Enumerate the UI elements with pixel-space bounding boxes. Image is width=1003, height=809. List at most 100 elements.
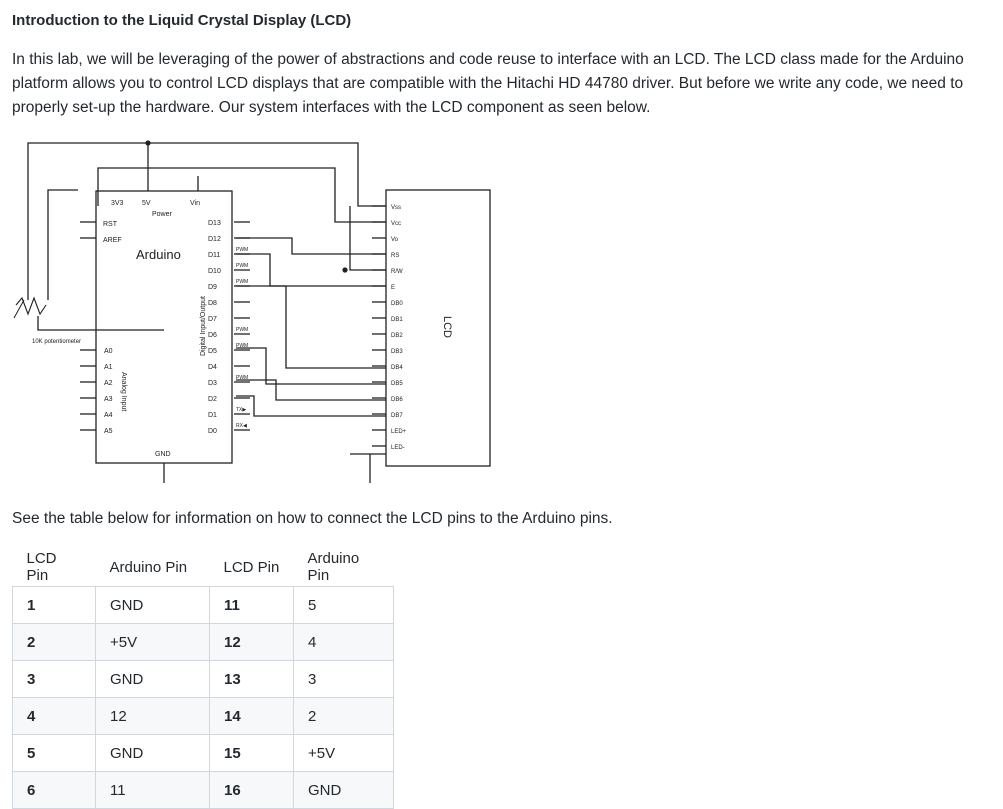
- pin-aref-label: AREF: [103, 237, 122, 244]
- pin-marker-label: PWM: [236, 375, 248, 381]
- pin-marker-label: PWM: [236, 343, 248, 349]
- table-intro-text: See the table below for information on h…: [12, 510, 613, 527]
- intro-paragraph: In this lab, we will be leveraging of th…: [12, 51, 964, 116]
- digital-pin-label: D13: [208, 220, 221, 227]
- digital-pin-label: D9: [208, 284, 217, 291]
- table-cell: GND: [293, 771, 394, 809]
- analog-pin-label: A4: [104, 412, 113, 419]
- table-header-cell: LCD Pin: [209, 548, 294, 587]
- table-cell: GND: [95, 586, 210, 624]
- lcd-pin-label: DB5: [391, 381, 403, 387]
- lcd-pin-label: DB2: [391, 333, 403, 339]
- pin-3v3-label: 3V3: [111, 200, 124, 207]
- table-cell: 2: [12, 623, 96, 661]
- digital-pin-label: D8: [208, 300, 217, 307]
- lcd-pin-label: DB6: [391, 397, 403, 403]
- digital-pin-label: D3: [208, 380, 217, 387]
- table-cell: 5: [293, 586, 394, 624]
- lcd-pin-label: Vo: [391, 237, 399, 243]
- digital-pin-label: D7: [208, 316, 217, 323]
- digital-pins: D13D12D11PWMD10PWMD9PWMD8D7D6PWMD5PWMD4D…: [208, 220, 250, 435]
- lcd-pin-label: DB7: [391, 413, 403, 419]
- table-cell: +5V: [95, 623, 210, 661]
- arduino-title: Arduino: [136, 247, 181, 262]
- table-cell: 4: [12, 697, 96, 735]
- table-cell: 1: [12, 586, 96, 624]
- digital-pin-label: D6: [208, 332, 217, 339]
- arduino-board-outline: [95, 190, 233, 464]
- digital-pin-label: D2: [208, 396, 217, 403]
- digital-pin-label: D0: [208, 428, 217, 435]
- potentiometer-label: 10K potentiometer: [32, 339, 81, 345]
- pin-gnd-label: GND: [155, 451, 171, 458]
- table-cell: 11: [95, 771, 210, 809]
- lcd-wiring-schematic: 3V3 5V Vin Power RST AREF Arduino GND An…: [13, 140, 491, 483]
- digital-pin-label: D11: [208, 252, 220, 259]
- lcd-pin-label: DB3: [391, 349, 403, 355]
- lcd-pin-label: DB0: [391, 301, 403, 307]
- analog-pin-label: A3: [104, 396, 113, 403]
- lcd-pin-label: DB1: [391, 317, 403, 323]
- table-cell: 6: [12, 771, 96, 809]
- pin-marker-label: PWM: [236, 263, 248, 269]
- pin-marker-label: RX◀: [236, 423, 247, 429]
- lcd-module-outline: [385, 189, 491, 467]
- table-cell: 13: [209, 660, 294, 698]
- table-cell: GND: [95, 660, 210, 698]
- table-cell: GND: [95, 734, 210, 772]
- table-cell: 16: [209, 771, 294, 809]
- table-cell: 11: [209, 586, 294, 624]
- lcd-pin-label: RS: [391, 253, 399, 259]
- digital-pin-label: D1: [208, 412, 217, 419]
- analog-pin-label: A1: [104, 364, 113, 371]
- lcd-pin-label: R/W: [391, 269, 403, 275]
- table-cell: 4: [293, 623, 394, 661]
- pin-5v-label: 5V: [142, 200, 151, 207]
- section-heading: Introduction to the Liquid Crystal Displ…: [12, 12, 352, 29]
- lcd-pin-label: LED+: [391, 429, 407, 435]
- lcd-pin-label: E: [391, 285, 395, 291]
- pin-marker-label: PWM: [236, 279, 248, 285]
- pin-vin-label: Vin: [190, 200, 200, 207]
- analog-input-label: Analog Input: [120, 372, 127, 411]
- table-header-cell: LCD Pin: [12, 548, 96, 587]
- pin-rst-label: RST: [103, 221, 118, 228]
- pin-marker-label: PWM: [236, 327, 248, 333]
- pin-marker-label: PWM: [236, 247, 248, 253]
- analog-pin-label: A5: [104, 428, 113, 435]
- table-header-cell: Arduino Pin: [293, 548, 394, 587]
- lcd-pin-label: Vcc: [391, 221, 401, 227]
- digital-pin-label: D10: [208, 268, 221, 275]
- table-cell: 15: [209, 734, 294, 772]
- analog-pin-label: A2: [104, 380, 113, 387]
- lcd-pin-label: DB4: [391, 365, 403, 371]
- digital-pin-label: D4: [208, 364, 217, 371]
- power-label: Power: [152, 211, 173, 218]
- table-cell: 2: [293, 697, 394, 735]
- lcd-label: LCD: [441, 316, 453, 338]
- analog-pin-label: A0: [104, 348, 113, 355]
- table-cell: 12: [95, 697, 210, 735]
- lcd-pin-label: LED-: [391, 445, 405, 451]
- pin-marker-label: TX▶: [236, 407, 246, 413]
- table-cell: +5V: [293, 734, 394, 772]
- table-header-cell: Arduino Pin: [95, 548, 210, 587]
- table-cell: 12: [209, 623, 294, 661]
- table-cell: 3: [293, 660, 394, 698]
- digital-pin-label: D5: [208, 348, 217, 355]
- table-cell: 14: [209, 697, 294, 735]
- table-cell: 5: [12, 734, 96, 772]
- table-cell: 3: [12, 660, 96, 698]
- lcd-pin-label: Vss: [391, 205, 401, 211]
- digital-pin-label: D12: [208, 236, 221, 243]
